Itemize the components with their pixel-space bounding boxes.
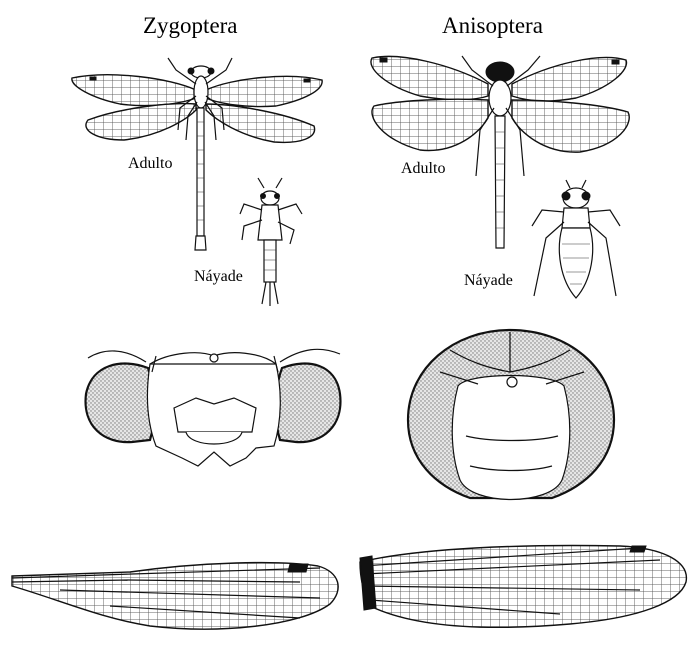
anisoptera-naiad-drawing: [531, 179, 621, 299]
zygoptera-forewing-right: [205, 75, 323, 108]
zygoptera-naiad-label: Náyade: [194, 268, 243, 285]
zygoptera-head-drawing: [84, 348, 342, 467]
anisoptera-wing-drawing: [359, 544, 688, 629]
zygoptera-right-eye: [274, 362, 342, 444]
zygoptera-hindwing-left: [85, 102, 197, 141]
anisoptera-forewing-left: [370, 55, 489, 101]
anisoptera-hindwing-left: [371, 98, 489, 152]
zygoptera-wing-drawing: [11, 561, 339, 630]
zygoptera-title: Zygoptera: [143, 13, 238, 38]
anisoptera-naiad-label: Náyade: [464, 272, 513, 289]
zygoptera-left-eye: [84, 362, 156, 444]
zygoptera-naiad-drawing: [239, 177, 303, 306]
zygoptera-adult-label: Adulto: [128, 155, 173, 172]
anisoptera-hindwing-right: [511, 99, 630, 153]
anisoptera-adult-label: Adulto: [401, 160, 446, 177]
anisoptera-forewing-right: [511, 56, 628, 102]
zygoptera-adult-drawing: [71, 57, 323, 251]
anisoptera-adult-drawing: [370, 55, 630, 249]
anisoptera-head-drawing: [406, 328, 616, 501]
zygoptera-hindwing-right: [205, 103, 316, 144]
anisoptera-title: Anisoptera: [442, 13, 543, 38]
